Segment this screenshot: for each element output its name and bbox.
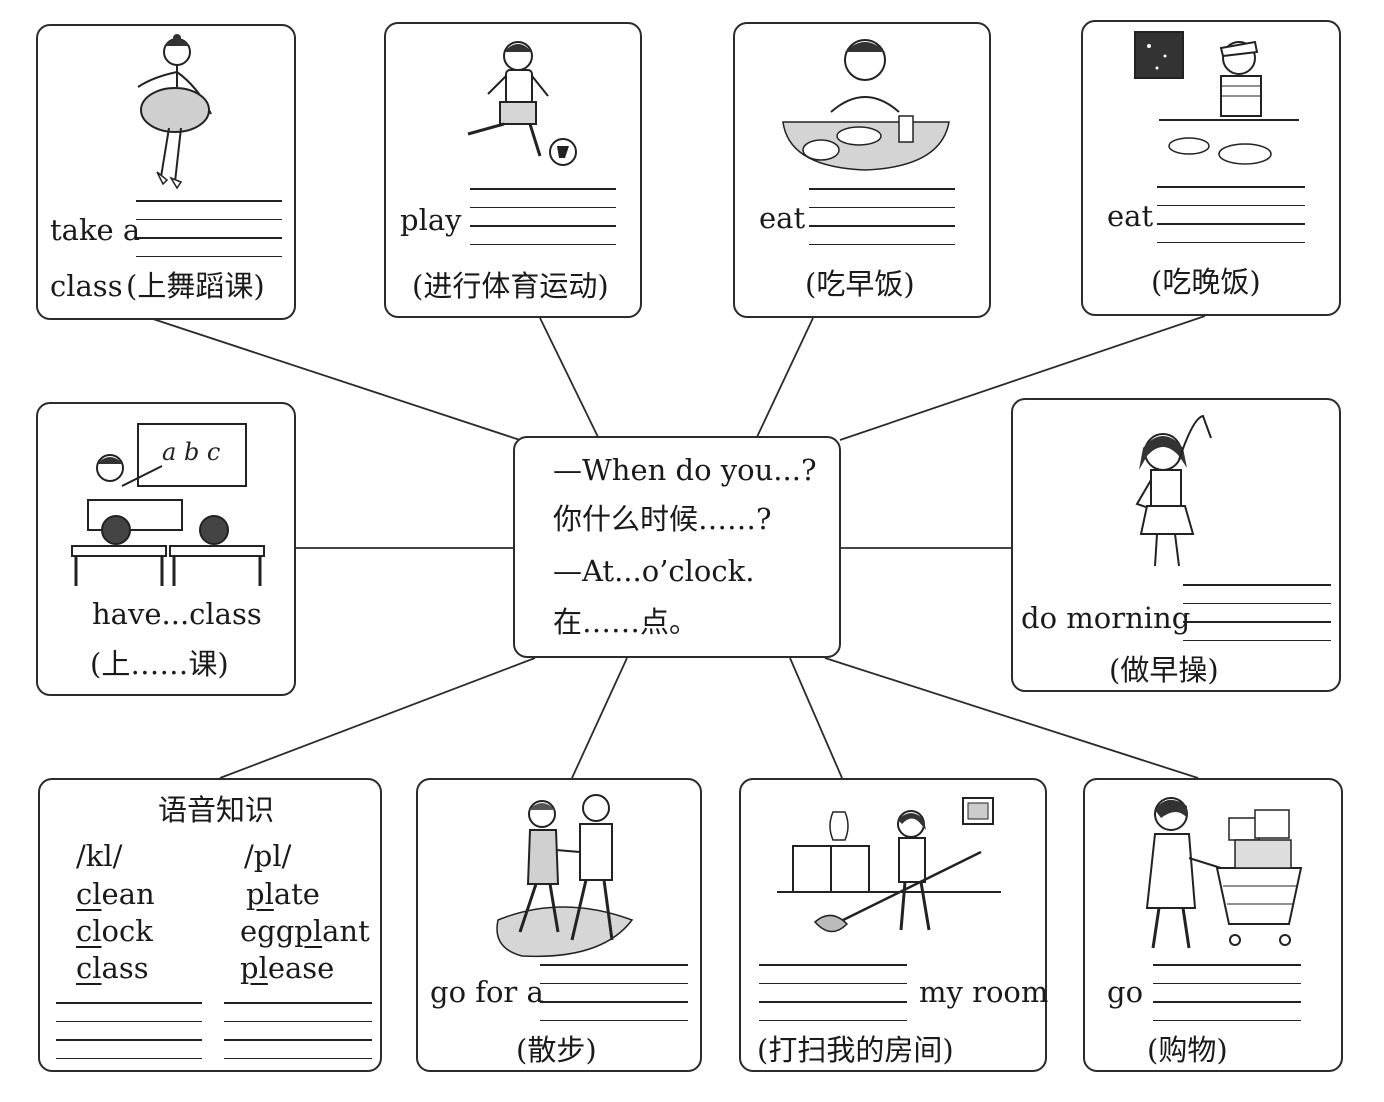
prefix-label: go for a [430,975,544,1009]
prefix-label: play [400,203,462,237]
prefix-label: take a [50,213,141,247]
card-walk: go for a (散步) [416,778,702,1072]
hint-label: (上舞蹈课) [126,269,265,303]
card-phonics: 语音知识 /kl/ /pl/ clean clock class plate e… [38,778,382,1072]
woman-shopping-illustration [1145,797,1303,949]
center-question-cn: 你什么时候……? [553,502,772,536]
hint-label: (做早操) [1109,653,1219,687]
answer-lines[interactable] [809,188,955,262]
card-morning-exercise: do morning (做早操) [1011,398,1341,692]
hint-label: (购物) [1147,1033,1228,1067]
card-have-class: a b c have...class (上……课) [36,402,296,696]
phonics-word: class [76,951,149,985]
card-dinner: eat (吃晚饭) [1081,20,1341,316]
prefix-label: eat [759,201,806,235]
hint-label: (散步) [516,1033,597,1067]
phonics-col1-head: /kl/ [76,839,123,873]
card-shopping: go (购物) [1083,778,1343,1072]
center-answer-cn: 在……点。 [553,605,699,639]
phonics-word: clock [76,914,153,948]
phonics-word: eggplant [240,914,370,948]
girl-sweeping-illustration [777,797,1001,933]
center-card: —When do you...? 你什么时候……? —At...o’clock.… [513,436,841,658]
suffix-label: class [50,269,123,303]
card-sports: play (进行体育运动) [384,22,642,318]
answer-lines-right[interactable] [224,1002,372,1076]
prefix-label: go [1107,975,1144,1009]
boy-kicking-ball-illustration [467,41,577,166]
answer-lines[interactable] [1153,964,1301,1038]
phonics-word: please [240,951,335,985]
prefix-label: do morning [1021,601,1191,635]
hint-label: (进行体育运动) [412,269,609,303]
blackboard-text: a b c [162,438,220,466]
card-breakfast: eat (吃早饭) [733,22,991,318]
activity-label: have...class [92,597,262,631]
answer-lines[interactable] [759,964,907,1038]
card-dance-class: take a class (上舞蹈课) [36,24,296,320]
phonics-word: clean [76,877,155,911]
center-question-en: —When do you...? [553,453,817,487]
phonics-col2-head: /pl/ [244,839,292,873]
hint-label: (吃晚饭) [1151,265,1261,299]
phonics-title: 语音知识 [158,793,275,827]
answer-lines[interactable] [1183,584,1331,658]
card-clean-room: my room (打扫我的房间) [739,778,1049,1072]
suffix-label: my room [919,975,1049,1009]
answer-lines[interactable] [136,200,282,274]
hint-label: (上……课) [90,647,229,681]
classroom-illustration: a b c [71,423,265,586]
hint-label: (打扫我的房间) [757,1033,954,1067]
hint-label: (吃早饭) [805,267,915,301]
boy-eating-breakfast-illustration [782,39,950,171]
answer-lines-left[interactable] [56,1002,202,1076]
phonics-word: plate [246,877,320,911]
girl-exercising-illustration [1135,414,1212,567]
answer-lines[interactable] [540,964,688,1038]
answer-lines[interactable] [1157,186,1305,260]
center-answer-en: —At...o’clock. [553,554,755,588]
boy-eating-dinner-illustration [1134,31,1299,165]
ballerina-illustration [137,34,212,190]
answer-lines[interactable] [470,188,616,262]
prefix-label: eat [1107,199,1154,233]
couple-walking-illustration [496,794,634,958]
